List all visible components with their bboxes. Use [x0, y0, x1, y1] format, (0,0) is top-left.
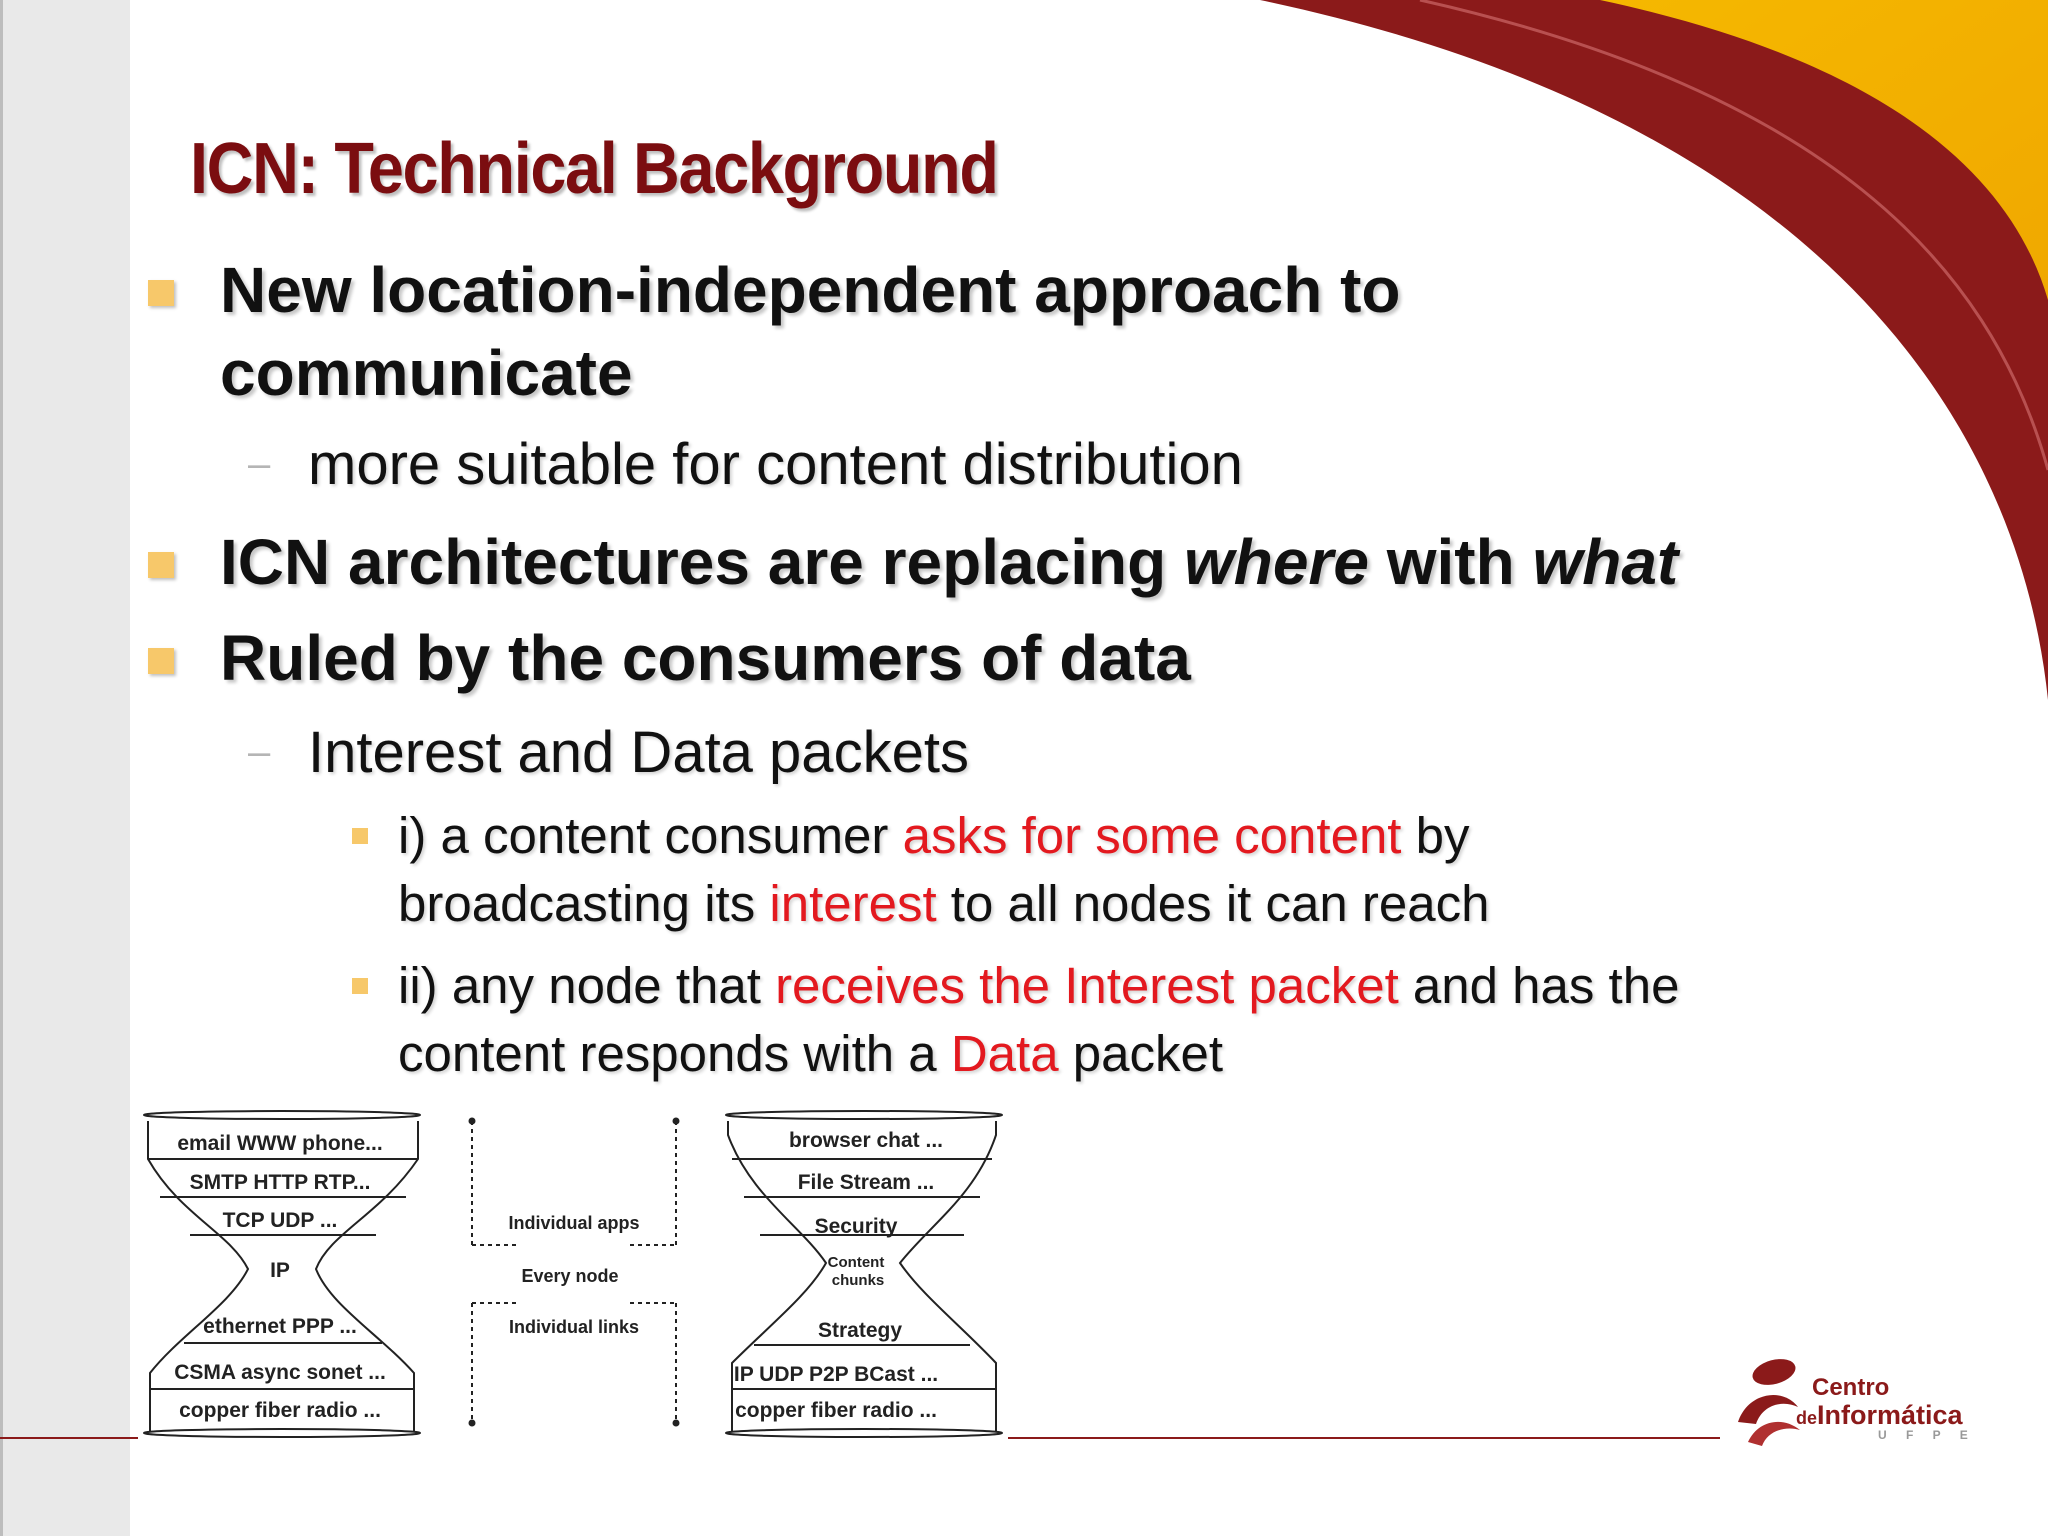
icn-layer-label: copper fiber radio ...: [735, 1399, 937, 1422]
ip-layer-label: TCP UDP ...: [223, 1209, 338, 1232]
scope-label: Individual links: [509, 1317, 639, 1337]
ip-layer-label: copper fiber radio ...: [179, 1399, 381, 1422]
icn-layer-label: browser chat ...: [789, 1129, 943, 1152]
sub-item-text: content responds with a Data packet: [398, 1025, 1224, 1082]
sub-item-text: i) a content consumer asks for some cont…: [398, 807, 1470, 864]
logo-text-informatica: deInformática: [1796, 1400, 1963, 1430]
icn-layer-label: Content: [828, 1254, 885, 1271]
emphasis-where: where: [1183, 526, 1369, 598]
icn-layer-label: Security: [815, 1215, 898, 1238]
ip-layer-label: ethernet PPP ...: [203, 1315, 357, 1338]
divider-line: [1008, 1437, 1720, 1439]
bullet-text: New location-independent approach to: [220, 254, 1401, 326]
scope-label: Individual apps: [508, 1213, 639, 1233]
ip-layer-label: email WWW phone...: [177, 1132, 382, 1155]
left-margin-edge: [0, 0, 3, 1536]
ip-layer-label: IP: [270, 1259, 290, 1282]
ip-layer-label: SMTP HTTP RTP...: [190, 1171, 371, 1194]
bullet-text: Ruled by the consumers of data: [220, 622, 1191, 694]
emphasis-what: what: [1532, 526, 1679, 598]
swoosh-dark-band: [1260, 0, 2048, 700]
logo-text-ufpe: U F P E: [1878, 1428, 1976, 1442]
logo-text-centro: Centro: [1812, 1374, 1890, 1401]
icn-layer-label: IP UDP P2P BCast ...: [734, 1363, 938, 1386]
cin-logo-mark: [1738, 1359, 1800, 1446]
bullet-marker: [148, 280, 174, 306]
bullet-text: communicate: [220, 337, 633, 409]
sub-bullet-text: Interest and Data packets: [308, 720, 969, 785]
slide-title: ICN: Technical Background: [190, 129, 999, 209]
dash-marker: –: [248, 730, 271, 774]
sub-item-text: broadcasting its interest to all nodes i…: [398, 875, 1490, 932]
left-margin-bar: [0, 0, 130, 1536]
sub-bullet-text: more suitable for content distribution: [308, 432, 1243, 497]
icn-layer-label: chunks: [832, 1272, 885, 1289]
swoosh-stripe: [1419, 0, 2048, 471]
scope-label: Every node: [521, 1266, 618, 1286]
sub-item-text: ii) any node that receives the Interest …: [398, 957, 1680, 1014]
bullet-marker: [148, 552, 174, 578]
icn-layer-label: Strategy: [818, 1319, 902, 1342]
hourglass-diagram: email WWW phone... SMTP HTTP RTP... TCP …: [143, 1110, 1003, 1438]
dash-marker: –: [248, 442, 271, 486]
sub-item-marker: [352, 828, 368, 844]
icn-layer-label: File Stream ...: [798, 1171, 935, 1194]
bullet-marker: [148, 648, 174, 674]
bullet-text: ICN architectures are replacing where wi…: [220, 526, 1679, 598]
sub-item-marker: [352, 978, 368, 994]
ip-layer-label: CSMA async sonet ...: [174, 1361, 386, 1384]
swoosh-gold-band: [1600, 0, 2048, 300]
divider-line: [0, 1437, 138, 1439]
